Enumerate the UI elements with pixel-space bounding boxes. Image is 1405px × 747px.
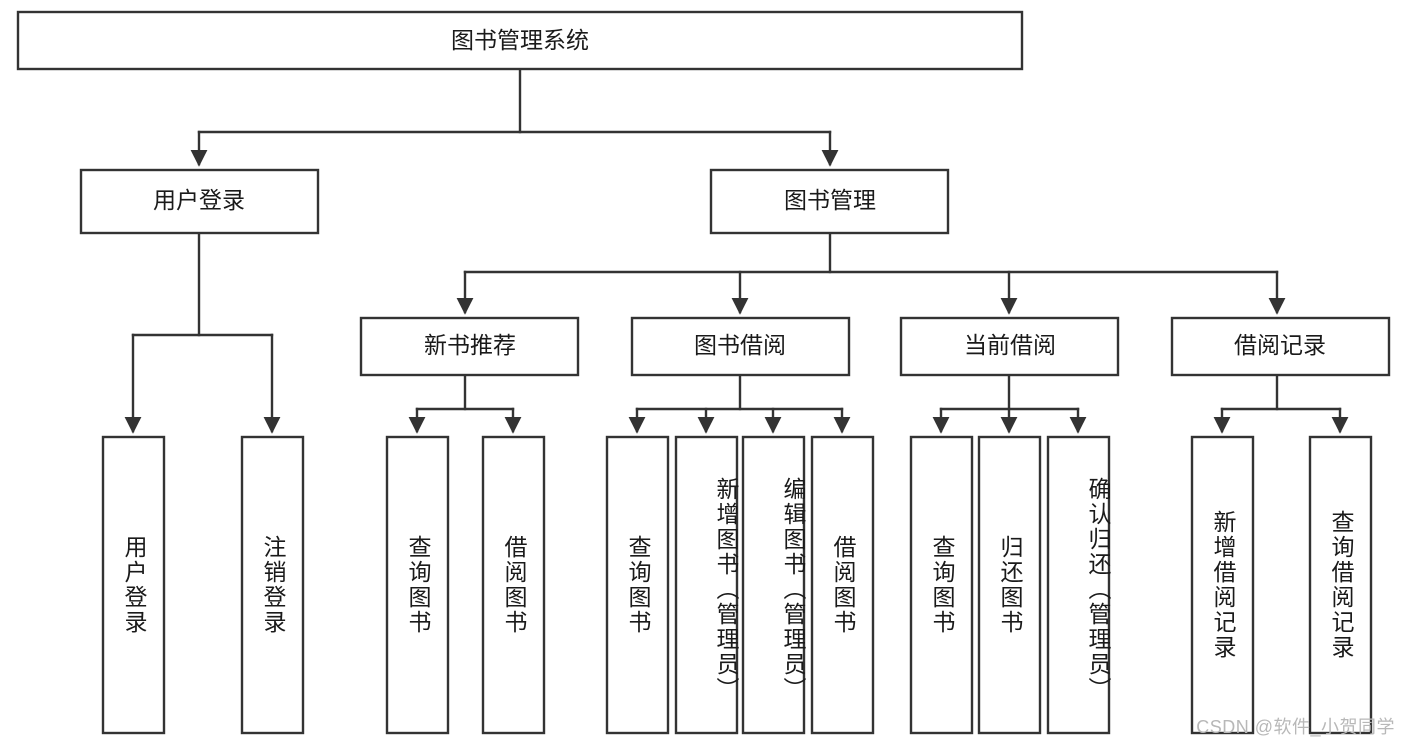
leaf-box-logout[interactable] xyxy=(240,435,305,735)
node-label-user-login: 用户登录 xyxy=(153,187,245,213)
connector-group-user-login-children xyxy=(124,231,281,434)
node-label-current-borrow: 当前借阅 xyxy=(964,332,1056,358)
node-new-book-recommend[interactable]: 新书推荐 xyxy=(359,316,580,377)
leaf-box-query-book-cb[interactable] xyxy=(909,435,974,735)
connector-group-book-borrow-children xyxy=(628,373,851,434)
leaf-box-query-record[interactable] xyxy=(1308,435,1373,735)
leaf-box-query-book-nbr[interactable] xyxy=(385,435,450,735)
connector-group-borrow-record-children xyxy=(1213,373,1349,434)
node-book-borrow[interactable]: 图书借阅 xyxy=(630,316,851,377)
csdn-watermark: CSDN @软件_小贺同学 xyxy=(1196,717,1395,737)
node-borrow-record[interactable]: 借阅记录 xyxy=(1170,316,1391,377)
connector-group-new-book-recommend-children xyxy=(408,373,522,434)
node-root-book-management-system[interactable]: 图书管理系统 xyxy=(16,10,1024,71)
leaf-box-edit-book-admin[interactable] xyxy=(741,435,806,735)
node-label-new-book-recommend: 新书推荐 xyxy=(424,332,516,358)
leaf-box-return-book[interactable] xyxy=(977,435,1042,735)
connector-group-book-manage-children xyxy=(456,231,1286,315)
leaf-box-confirm-return[interactable] xyxy=(1046,435,1111,735)
node-user-login[interactable]: 用户登录 xyxy=(79,168,320,235)
leaf-group-new-book-recommend xyxy=(385,435,546,735)
leaf-box-borrow-book-nbr[interactable] xyxy=(481,435,546,735)
leaf-box-add-book-admin[interactable] xyxy=(674,435,739,735)
node-label-borrow-record: 借阅记录 xyxy=(1234,332,1326,358)
node-book-management[interactable]: 图书管理 xyxy=(709,168,950,235)
leaf-box-query-book-bb[interactable] xyxy=(605,435,670,735)
leaf-group-book-borrow xyxy=(605,435,875,735)
leaf-group-user-login xyxy=(101,435,305,735)
connector-group-current-borrow-children xyxy=(932,373,1087,434)
leaf-group-borrow-record xyxy=(1190,435,1373,735)
node-current-borrow[interactable]: 当前借阅 xyxy=(899,316,1120,377)
node-label-root: 图书管理系统 xyxy=(451,27,589,53)
connector-group-root-to-level2 xyxy=(190,67,839,167)
leaf-box-user-login[interactable] xyxy=(101,435,166,735)
leaf-box-borrow-book-bb[interactable] xyxy=(810,435,875,735)
leaf-group-current-borrow xyxy=(909,435,1111,735)
node-label-book-management: 图书管理 xyxy=(784,187,876,213)
node-label-book-borrow: 图书借阅 xyxy=(694,332,786,358)
leaf-box-add-record[interactable] xyxy=(1190,435,1255,735)
